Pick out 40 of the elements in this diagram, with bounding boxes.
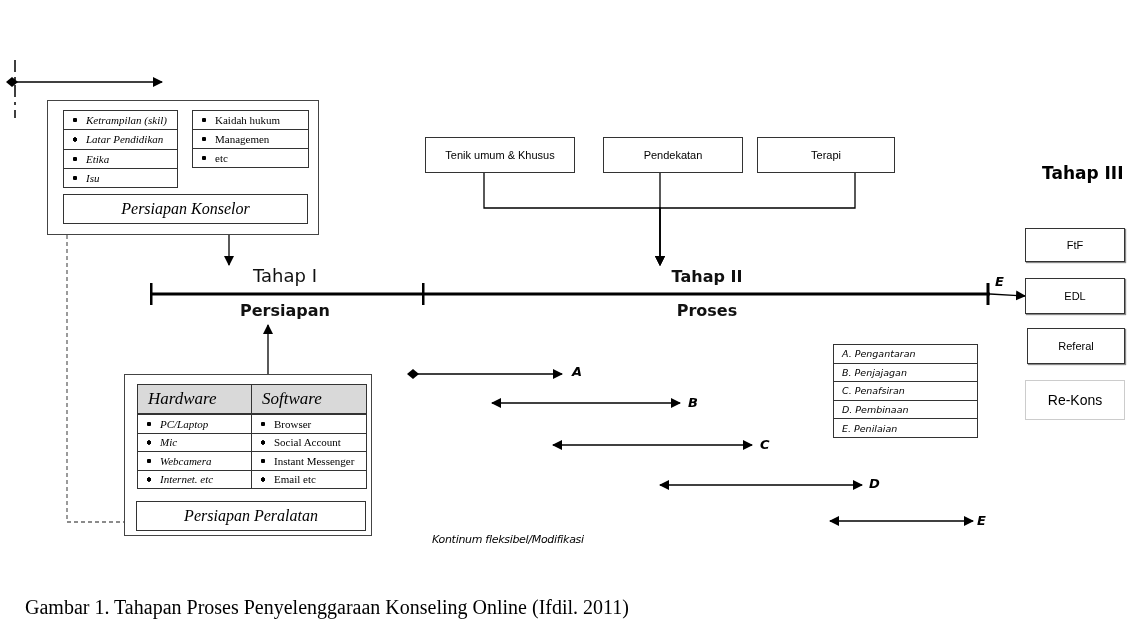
- edge-label: E: [995, 274, 1004, 289]
- group-panel: [124, 374, 372, 536]
- bullet-list-box: [137, 384, 252, 489]
- option-box: EDL: [1025, 278, 1125, 314]
- topic-box: Pendekatan: [603, 137, 743, 173]
- title-box: Persiapan Peralatan: [136, 501, 366, 531]
- bullet-list-box: [63, 110, 178, 188]
- stage-title: Tahap I: [252, 265, 318, 286]
- list-item: B. Penjajagan: [834, 363, 977, 383]
- list-item: A. Pengantaran: [834, 345, 977, 364]
- group-panel: [47, 100, 319, 235]
- option-box: Referal: [1027, 328, 1125, 364]
- range-letter: B: [688, 395, 698, 410]
- list-item: E. Penilaian: [841, 421, 899, 436]
- range-letter: A: [572, 364, 583, 379]
- stage-title: Tahap II: [670, 267, 744, 286]
- stage-name: Persiapan: [239, 301, 331, 320]
- range-letter: E: [977, 513, 986, 528]
- arrow: [263, 324, 273, 375]
- figure-caption: Gambar 1. Tahapan Proses Penyelenggaraan Konseling Online (Ifdil. 2011): [25, 596, 629, 619]
- note-text: Kontinum fleksibel/Modifikasi: [432, 533, 584, 546]
- list-item: C. Penafsiran: [834, 382, 977, 401]
- list-item: D. Pembinaan: [834, 400, 977, 420]
- range-letter: D: [869, 476, 880, 491]
- stage-list-box: [833, 344, 978, 438]
- range-letter: C: [760, 437, 770, 452]
- arrow: [655, 172, 856, 266]
- column-heading: Software: [252, 385, 366, 415]
- option-box: FtF: [1025, 228, 1125, 262]
- option-box: Re-Kons: [1025, 380, 1125, 420]
- stage-name: Proses: [675, 301, 739, 320]
- stage-title: Tahap III: [1042, 163, 1124, 183]
- topic-box: Terapi: [757, 137, 895, 173]
- topic-box: Tenik umum & Khusus: [425, 137, 575, 173]
- arrow: [989, 290, 1026, 301]
- title-box: Persiapan Konselor: [63, 194, 308, 224]
- column-heading: Hardware: [138, 385, 251, 415]
- bullet-list-box: [192, 110, 309, 168]
- arrow: [224, 234, 234, 266]
- bullet-list-box: [251, 384, 367, 489]
